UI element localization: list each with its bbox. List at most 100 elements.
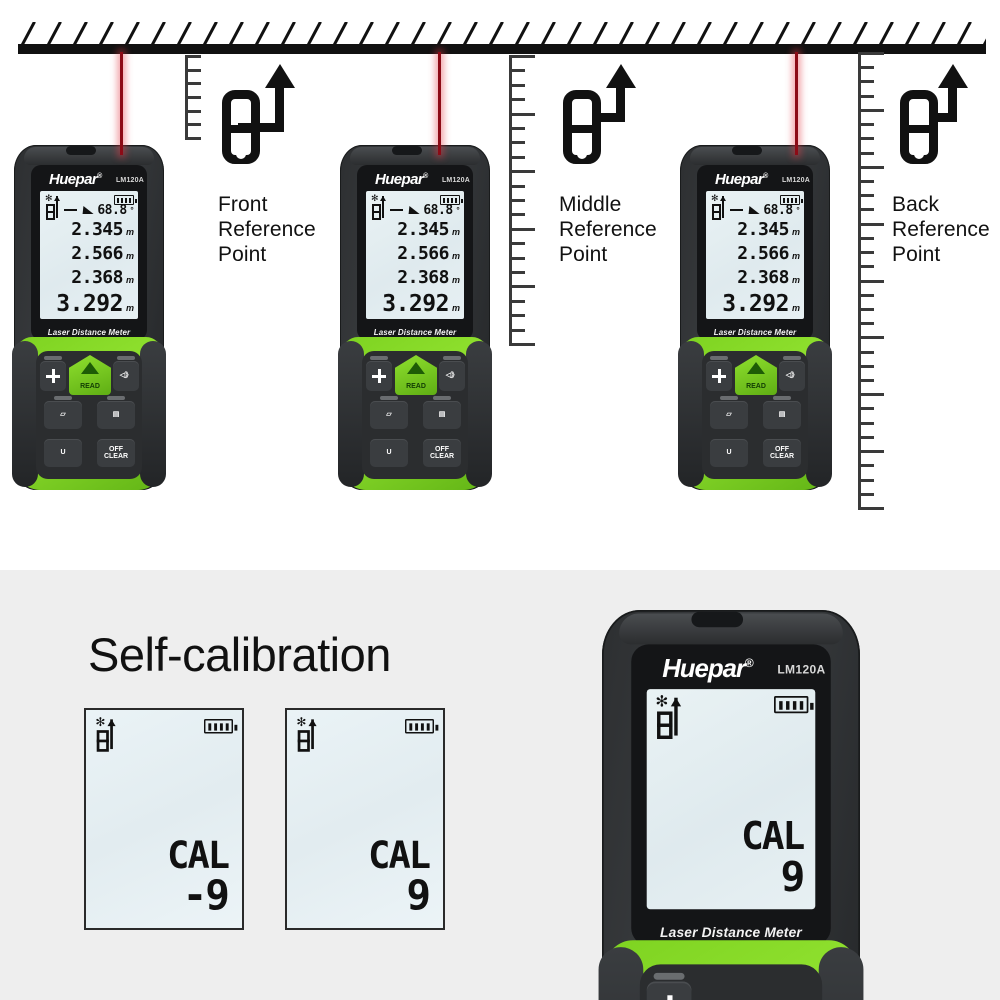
brand-row: Huepar® LM120A xyxy=(357,171,473,189)
measurement-unit: m xyxy=(451,275,460,285)
device-bumper: READ ◁》 ▱ ▤ U xyxy=(678,337,832,490)
laser-star-icon: ✻ xyxy=(95,715,106,729)
volume-button[interactable]: ◁》 xyxy=(779,356,805,391)
measurement-row-primary: 3.292 m xyxy=(710,291,800,317)
angle-value: 68.8 xyxy=(97,202,127,218)
read-label: READ xyxy=(406,383,426,390)
arrow-head-icon xyxy=(938,64,968,88)
area-volume-button[interactable]: ▱ xyxy=(44,396,82,429)
measurement-rows: 2.345 m 2.566 m 2.368 m 3.292 xyxy=(44,219,134,317)
device-front-face: Huepar® LM120A ✻ CAL 9 Laser Distance xyxy=(631,644,831,946)
laser-beam-front xyxy=(120,52,123,155)
lcd-screen: ✻ CAL 9 xyxy=(646,689,816,910)
measurement-unit: m xyxy=(125,303,134,313)
volume-button[interactable]: ◁》 xyxy=(439,356,465,391)
laser-beam-middle xyxy=(438,52,441,155)
keypad: READ ◁》 ▱ ▤ U xyxy=(702,351,808,479)
unit-icon: U xyxy=(726,449,732,457)
cal-number: -9 xyxy=(182,871,230,919)
measurement-value: 3.292 xyxy=(56,291,123,317)
dash-indicator xyxy=(390,208,404,212)
save-button[interactable]: ▤ xyxy=(97,396,135,429)
plus-button[interactable] xyxy=(706,356,732,391)
measurement-row: 2.566 m xyxy=(710,243,800,267)
read-button[interactable]: READ xyxy=(69,355,111,395)
front-reference-label: Front Reference Point xyxy=(218,193,316,266)
unit-icon: U xyxy=(60,449,66,457)
battery-icon xyxy=(114,195,137,205)
laser-aperture-icon xyxy=(392,146,422,155)
battery-icon xyxy=(780,195,803,205)
reference-point-section: Front Reference Point Middle Reference P… xyxy=(12,22,1000,510)
measurement-value: 2.368 xyxy=(737,267,789,288)
middle-reference-icon xyxy=(563,62,679,172)
triangle-icon xyxy=(407,362,425,374)
cube-icon: ▱ xyxy=(726,411,732,419)
self-calibration-title: Self-calibration xyxy=(88,628,391,681)
plus-button[interactable] xyxy=(40,356,66,391)
laser-star-icon: ✻ xyxy=(655,692,669,710)
device-tagline: Laser Distance Meter xyxy=(713,328,797,337)
cal-word: CAL xyxy=(368,834,431,877)
grip-left xyxy=(598,947,644,1000)
reference-mode-icon: ✻ xyxy=(94,715,120,753)
front-reference-icon xyxy=(222,62,338,172)
registered-mark: ® xyxy=(744,658,754,671)
measurement-unit: m xyxy=(451,303,460,313)
save-button[interactable]: ▤ xyxy=(763,396,801,429)
plus-button[interactable] xyxy=(646,972,692,1000)
plus-icon xyxy=(647,982,692,1000)
off-clear-button[interactable]: OFF CLEAR xyxy=(423,439,461,467)
angle-symbol-icon xyxy=(408,206,421,214)
laser-star-icon: ✻ xyxy=(711,193,719,203)
cal-word: CAL xyxy=(167,834,230,877)
area-volume-button[interactable]: ▱ xyxy=(370,396,408,429)
device-top-lip xyxy=(690,147,820,165)
floppy-save-icon: ▤ xyxy=(438,411,446,419)
save-button[interactable]: ▤ xyxy=(423,396,461,429)
device-bumper: READ ◁》 ▱ ▤ U xyxy=(12,337,166,490)
volume-button[interactable]: ◁》 xyxy=(113,356,139,391)
measurement-unit: m xyxy=(125,251,134,261)
off-clear-button[interactable]: OFF CLEAR xyxy=(763,439,801,467)
grip-left xyxy=(338,341,364,487)
measurement-value: 2.345 xyxy=(71,219,123,240)
measurement-unit: m xyxy=(125,275,134,285)
unit-button[interactable]: U xyxy=(44,439,82,467)
measurement-unit: m xyxy=(791,303,800,313)
laser-star-icon: ✻ xyxy=(296,715,307,729)
arrow-foot-icon xyxy=(238,123,284,132)
arrow-head-icon xyxy=(265,64,295,88)
unit-button[interactable]: U xyxy=(370,439,408,467)
measurement-value: 3.292 xyxy=(382,291,449,317)
read-button[interactable]: READ xyxy=(395,355,437,395)
grip-right xyxy=(818,947,864,1000)
device-outline-icon xyxy=(563,90,601,164)
arrow-foot-icon xyxy=(593,113,625,122)
measurement-row: 2.345 m xyxy=(710,219,800,243)
read-label: READ xyxy=(746,383,766,390)
middle-reference-label: Middle Reference Point xyxy=(559,193,657,266)
arrow-shaft-icon xyxy=(275,86,284,132)
registered-mark: ® xyxy=(97,173,102,180)
read-button[interactable]: READ xyxy=(735,355,777,395)
cal-readout: CAL 9 xyxy=(368,834,431,916)
measurement-unit: m xyxy=(451,227,460,237)
plus-button[interactable] xyxy=(366,356,392,391)
area-volume-button[interactable]: ▱ xyxy=(710,396,748,429)
back-reference-icon xyxy=(900,62,1000,172)
brand-logo: Huepar® xyxy=(49,171,102,188)
cal-readout: CAL -9 xyxy=(167,834,230,919)
unit-button[interactable]: U xyxy=(710,439,748,467)
angle-symbol-icon xyxy=(748,206,761,214)
laser-star-icon: ✻ xyxy=(45,193,53,203)
speaker-icon: ◁》 xyxy=(119,372,133,380)
device-tagline: Laser Distance Meter xyxy=(660,924,802,941)
model-number: LM120A xyxy=(441,177,470,184)
measurement-value: 2.566 xyxy=(737,243,789,264)
speaker-icon: ◁》 xyxy=(445,372,459,380)
off-clear-button[interactable]: OFF CLEAR xyxy=(97,439,135,467)
measurement-value: 2.368 xyxy=(397,267,449,288)
middle-reference-group: Middle Reference Point xyxy=(559,62,679,266)
